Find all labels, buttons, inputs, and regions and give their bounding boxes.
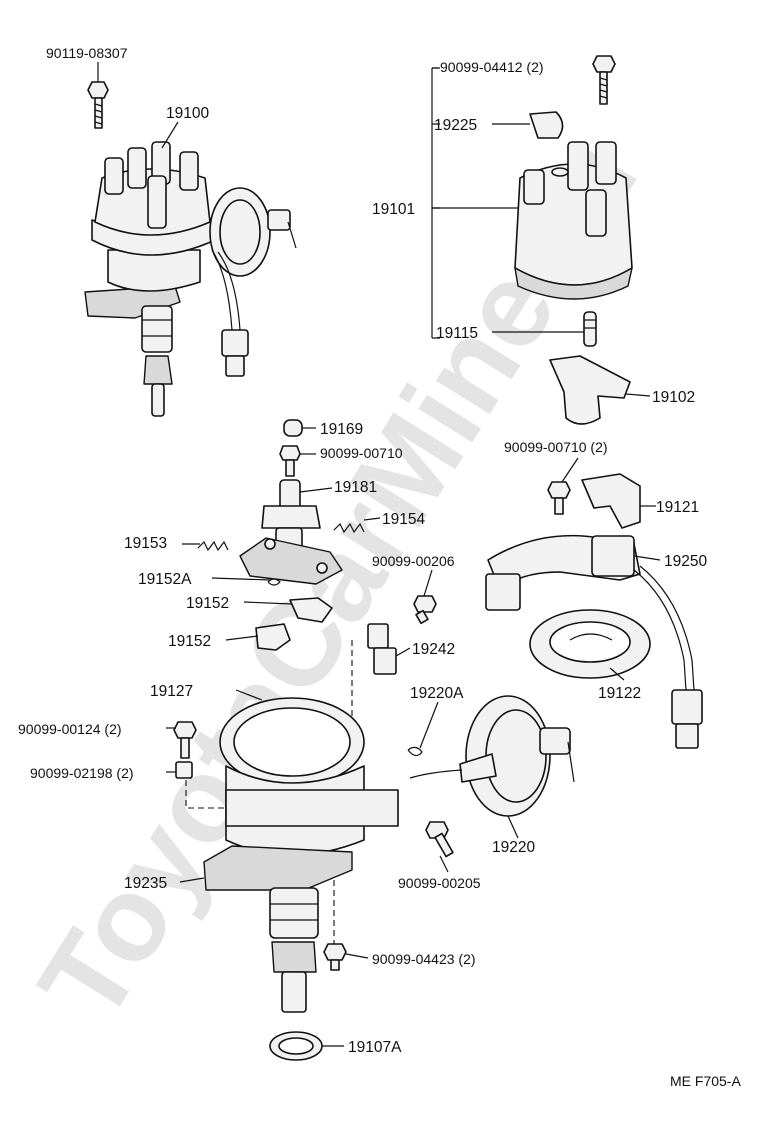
drawing-code: ME F705-A (670, 1073, 741, 1089)
label-19220: 19220 (492, 839, 535, 856)
label-19100: 19100 (166, 105, 209, 122)
label-19250: 19250 (664, 553, 707, 570)
part-labels: 90119-08307 19100 90099-04412 (2) 19225 … (18, 45, 741, 1089)
label-90099-00124: 90099-00124 (2) (18, 721, 122, 737)
label-19225: 19225 (434, 117, 477, 134)
label-90099-04412: 90099-04412 (2) (440, 59, 544, 75)
label-19152A: 19152A (138, 571, 192, 588)
label-19127: 19127 (150, 683, 193, 700)
distributor-assembly-drawing (84, 81, 297, 417)
label-19220A: 19220A (410, 685, 464, 702)
label-90099-00206: 90099-00206 (372, 553, 455, 569)
label-19102: 19102 (652, 389, 695, 406)
housing-group-drawing (173, 595, 575, 1061)
governor-parts-drawing (197, 419, 365, 651)
label-19152-upper: 19152 (186, 595, 229, 612)
label-19107A: 19107A (348, 1039, 402, 1056)
label-90119-08307: 90119-08307 (46, 45, 128, 61)
label-90099-00710-2: 90099-00710 (2) (504, 439, 608, 455)
label-19169: 19169 (320, 421, 363, 438)
label-90099-00710: 90099-00710 (320, 445, 403, 461)
label-19181: 19181 (334, 479, 377, 496)
bolt-90119-08307-drawing (87, 81, 109, 129)
label-19115: 19115 (436, 325, 478, 342)
label-19154: 19154 (382, 511, 425, 528)
label-90099-04423: 90099-04423 (2) (372, 951, 476, 967)
pickup-group-drawing (485, 473, 703, 749)
leader-lines (97, 62, 661, 1047)
label-19242: 19242 (412, 641, 455, 658)
label-19152-lower: 19152 (168, 633, 211, 650)
label-19101: 19101 (372, 201, 415, 218)
label-19235: 19235 (124, 875, 167, 892)
label-19121: 19121 (656, 499, 699, 516)
label-19122: 19122 (598, 685, 641, 702)
label-90099-00205: 90099-00205 (398, 875, 481, 891)
label-19153: 19153 (124, 535, 167, 552)
label-90099-02198: 90099-02198 (2) (30, 765, 134, 781)
